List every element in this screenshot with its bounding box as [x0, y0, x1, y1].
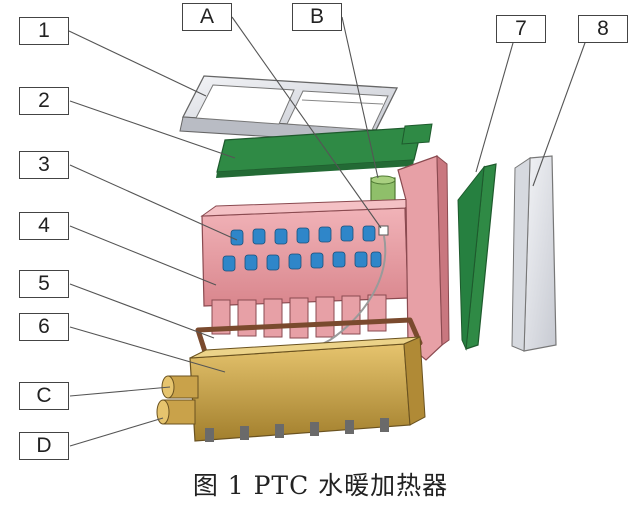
callout-label-5: 5 — [19, 270, 69, 298]
part-3-ptc-elements — [222, 225, 382, 272]
part-7-pcb — [457, 163, 497, 351]
figure-caption: 图 1 PTC 水暖加热器 — [192, 471, 449, 500]
part-d-outlet-pipe — [156, 399, 196, 425]
callout-label-3: 3 — [19, 151, 69, 179]
callout-label-c: C — [19, 382, 69, 410]
part-4-housing — [200, 154, 450, 361]
callout-label-6: 6 — [19, 313, 69, 341]
leader-lines — [68, 16, 591, 447]
callout-label-1: 1 — [19, 17, 69, 45]
part-b-connector — [370, 175, 396, 203]
callout-label-7: 7 — [496, 15, 546, 43]
part-8-cover-plate — [511, 155, 557, 352]
callout-label-2: 2 — [19, 87, 69, 115]
part-2-pcb — [216, 123, 433, 178]
part-1-lid — [179, 75, 399, 144]
part-c-inlet-pipe — [161, 375, 199, 399]
callout-label-4: 4 — [19, 212, 69, 240]
callout-label-8: 8 — [578, 15, 628, 43]
callout-label-d: D — [19, 432, 69, 460]
callout-label-b: B — [292, 3, 342, 31]
callout-label-a: A — [182, 3, 232, 31]
base-water-tank — [189, 336, 426, 442]
